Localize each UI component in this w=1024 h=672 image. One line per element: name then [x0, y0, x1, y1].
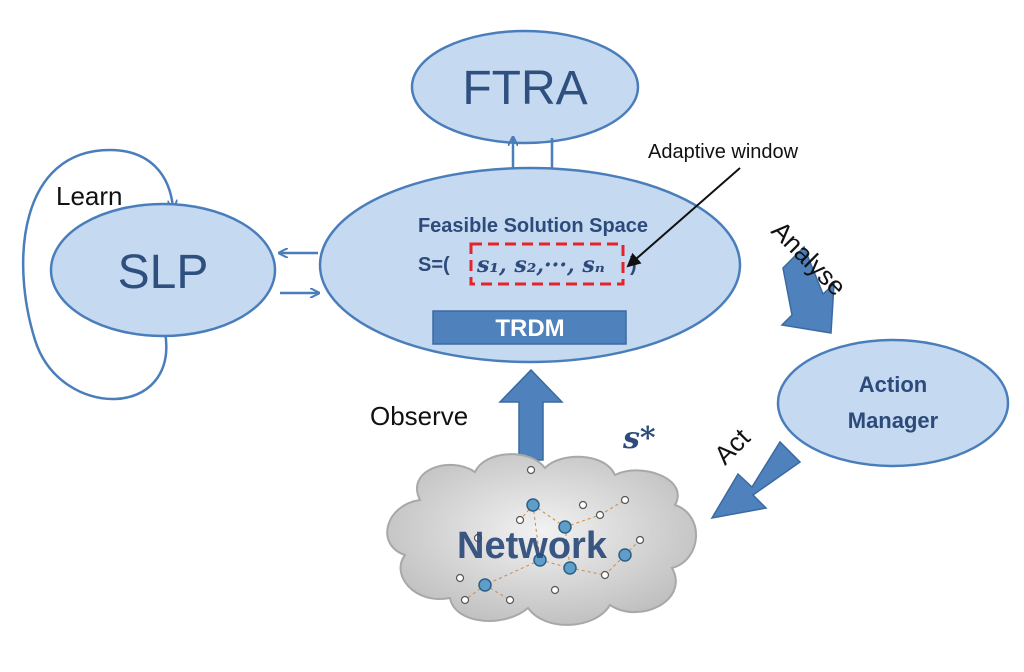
observe-label: Observe	[370, 401, 468, 431]
ftra-label: FTRA	[462, 62, 587, 115]
act-arrow	[710, 440, 802, 520]
action-manager-line1: Action	[859, 372, 927, 397]
act-label: Act	[708, 422, 756, 470]
learn-label: Learn	[56, 181, 123, 211]
trdm-label: TRDM	[495, 315, 564, 342]
network-label: Network	[457, 525, 608, 567]
adaptive-window-label: Adaptive window	[648, 141, 799, 163]
adaptive-window-box	[469, 242, 625, 286]
action-manager-node: Action Manager	[776, 338, 1010, 468]
analyse-arrow	[780, 245, 835, 334]
slp-label: SLP	[118, 246, 209, 299]
fss-title: Feasible Solution Space	[418, 215, 648, 237]
trdm-bar	[432, 310, 627, 345]
network-leaves	[455, 465, 645, 605]
fss-set-prefix: S=(	[418, 254, 450, 276]
slp-node: SLP	[49, 202, 277, 338]
action-manager-line2: Manager	[848, 408, 939, 433]
ftra-node: FTRA	[410, 29, 640, 145]
optimal-solution-label: s*	[622, 421, 656, 456]
feasible-solution-space-node: Feasible Solution Space S=( s₁, s₂,···, …	[318, 166, 742, 364]
fss-set-suffix: )	[630, 254, 637, 276]
network-hubs	[478, 498, 632, 592]
adaptive-window-pointer	[626, 167, 741, 268]
fss-set-items: s₁, s₂,···, sₙ	[476, 252, 605, 278]
network-cloud: Network	[386, 453, 698, 626]
learn-loop-arrow	[21, 148, 173, 401]
observe-arrow	[498, 368, 564, 461]
